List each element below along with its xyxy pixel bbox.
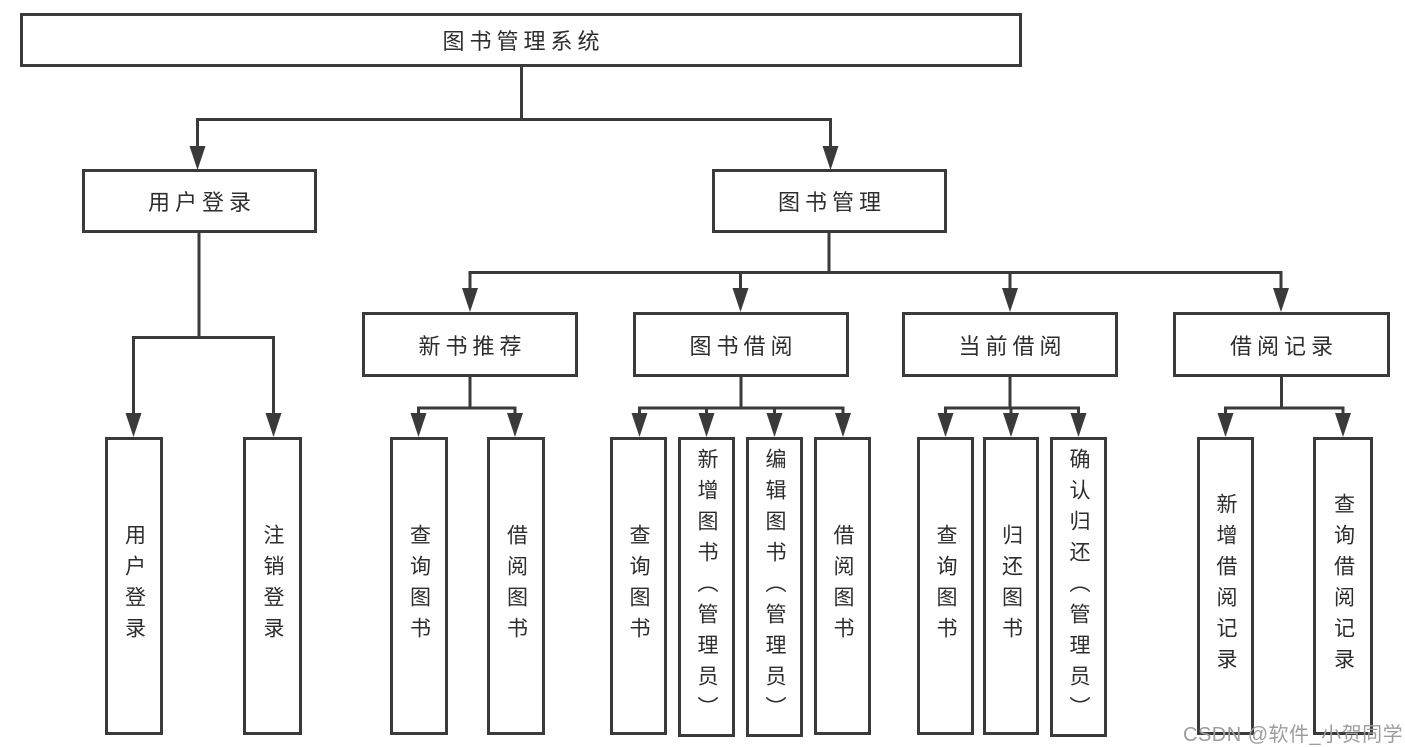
watermark: CSDN @软件_小贺同学 — [1183, 724, 1404, 746]
leaf-label: 借阅图书 — [504, 524, 528, 648]
node-label: 图书管理系统 — [442, 29, 605, 54]
leaf-user-login: 用户登录 — [105, 437, 163, 735]
leaf-label: 新增借阅记录 — [1214, 493, 1237, 679]
leaf-label: 注销登录 — [261, 524, 284, 648]
node-label: 用户登录 — [147, 190, 256, 215]
node-book-borrowing: 图书借阅 — [633, 312, 849, 377]
node-new-book-recommend: 新书推荐 — [362, 312, 578, 377]
leaf-logout: 注销登录 — [243, 437, 302, 735]
leaf-return-books: 归还图书 — [983, 437, 1039, 735]
node-label: 当前借阅 — [958, 333, 1067, 359]
leaf-confirm-return-admin: 确认归还（管理员） — [1050, 437, 1107, 737]
node-book-management: 图书管理 — [712, 169, 947, 233]
leaf-label: 用户登录 — [122, 524, 146, 648]
leaf-label: 查询图书 — [934, 524, 957, 648]
leaf-search-books-recommend: 查询图书 — [390, 437, 448, 735]
node-label: 新书推荐 — [418, 333, 527, 359]
leaf-search-books-borrowing: 查询图书 — [610, 437, 667, 735]
node-label: 图书借阅 — [689, 333, 798, 359]
leaf-label: 查询图书 — [407, 524, 431, 648]
leaf-search-borrow-record: 查询借阅记录 — [1313, 437, 1373, 735]
leaf-add-borrow-record: 新增借阅记录 — [1197, 437, 1254, 735]
leaf-search-books-current: 查询图书 — [917, 437, 974, 735]
node-user-login: 用户登录 — [82, 169, 317, 233]
node-label: 图书管理 — [777, 190, 886, 215]
node-label: 借阅记录 — [1229, 333, 1338, 359]
node-borrowing-records: 借阅记录 — [1173, 312, 1390, 377]
leaf-label: 查询借阅记录 — [1331, 493, 1355, 679]
leaf-label: 借阅图书 — [831, 524, 854, 648]
leaf-label: 新增图书（管理员） — [695, 447, 718, 727]
leaf-edit-books-admin: 编辑图书（管理员） — [746, 437, 803, 737]
leaf-add-books-admin: 新增图书（管理员） — [678, 437, 735, 737]
leaf-label: 查询图书 — [627, 524, 650, 648]
leaf-borrow-books-recommend: 借阅图书 — [487, 437, 545, 735]
leaf-borrow-books: 借阅图书 — [814, 437, 871, 735]
leaf-label: 编辑图书（管理员） — [763, 447, 786, 727]
leaf-label: 确认归还（管理员） — [1067, 447, 1090, 727]
leaf-label: 归还图书 — [999, 524, 1023, 648]
node-library-management-system: 图书管理系统 — [20, 13, 1022, 67]
node-current-borrowing: 当前借阅 — [902, 312, 1118, 377]
